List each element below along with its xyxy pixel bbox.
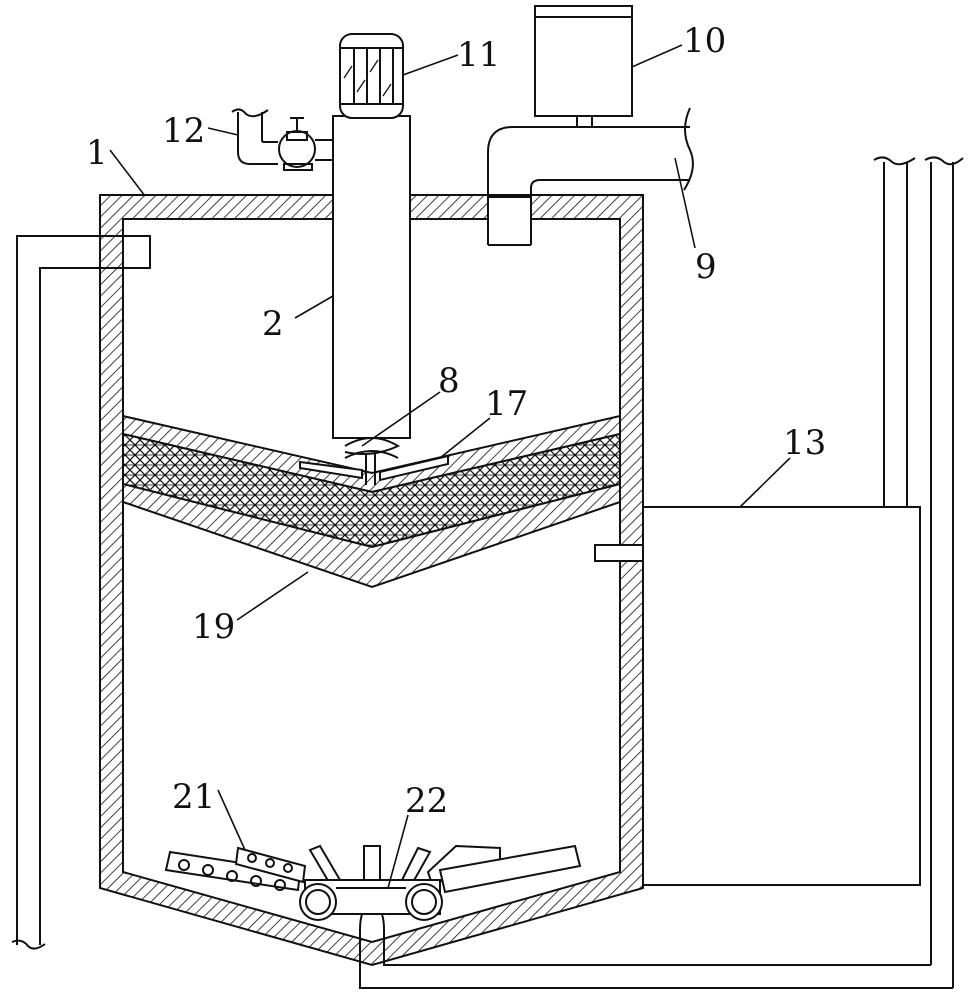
leader-lines: [109, 44, 791, 889]
stirring-blades: [164, 844, 582, 894]
scraper: [299, 454, 449, 482]
label-stirring-blades: 21: [172, 777, 215, 817]
motor: [339, 33, 404, 119]
label-tank: 1: [86, 133, 108, 173]
label-scraper: 17: [485, 384, 528, 424]
pump: [231, 108, 333, 171]
label-screw: 8: [438, 361, 460, 401]
left-pipe: [11, 235, 151, 950]
side-box: [594, 506, 921, 886]
label-side-box: 13: [783, 423, 826, 463]
bottom-drain: [359, 904, 953, 989]
label-feed-pipe: 9: [695, 247, 717, 287]
label-pipe-column: 2: [262, 304, 284, 344]
label-hopper: 10: [683, 21, 726, 61]
part-labels: 1 2 8 9 10 11 12 13 17 19 21 22: [86, 21, 826, 821]
label-pump: 12: [162, 111, 205, 151]
filter-layer: [122, 414, 621, 589]
feed-pipe: [487, 107, 694, 246]
label-hub: 22: [405, 781, 448, 821]
label-motor: 11: [457, 35, 500, 75]
label-filter-layer: 19: [192, 607, 235, 647]
screw-shaft: [344, 437, 401, 485]
central-column: [332, 115, 411, 439]
hub: [299, 879, 443, 921]
hopper: [534, 5, 633, 128]
right-pipes: [873, 156, 964, 988]
